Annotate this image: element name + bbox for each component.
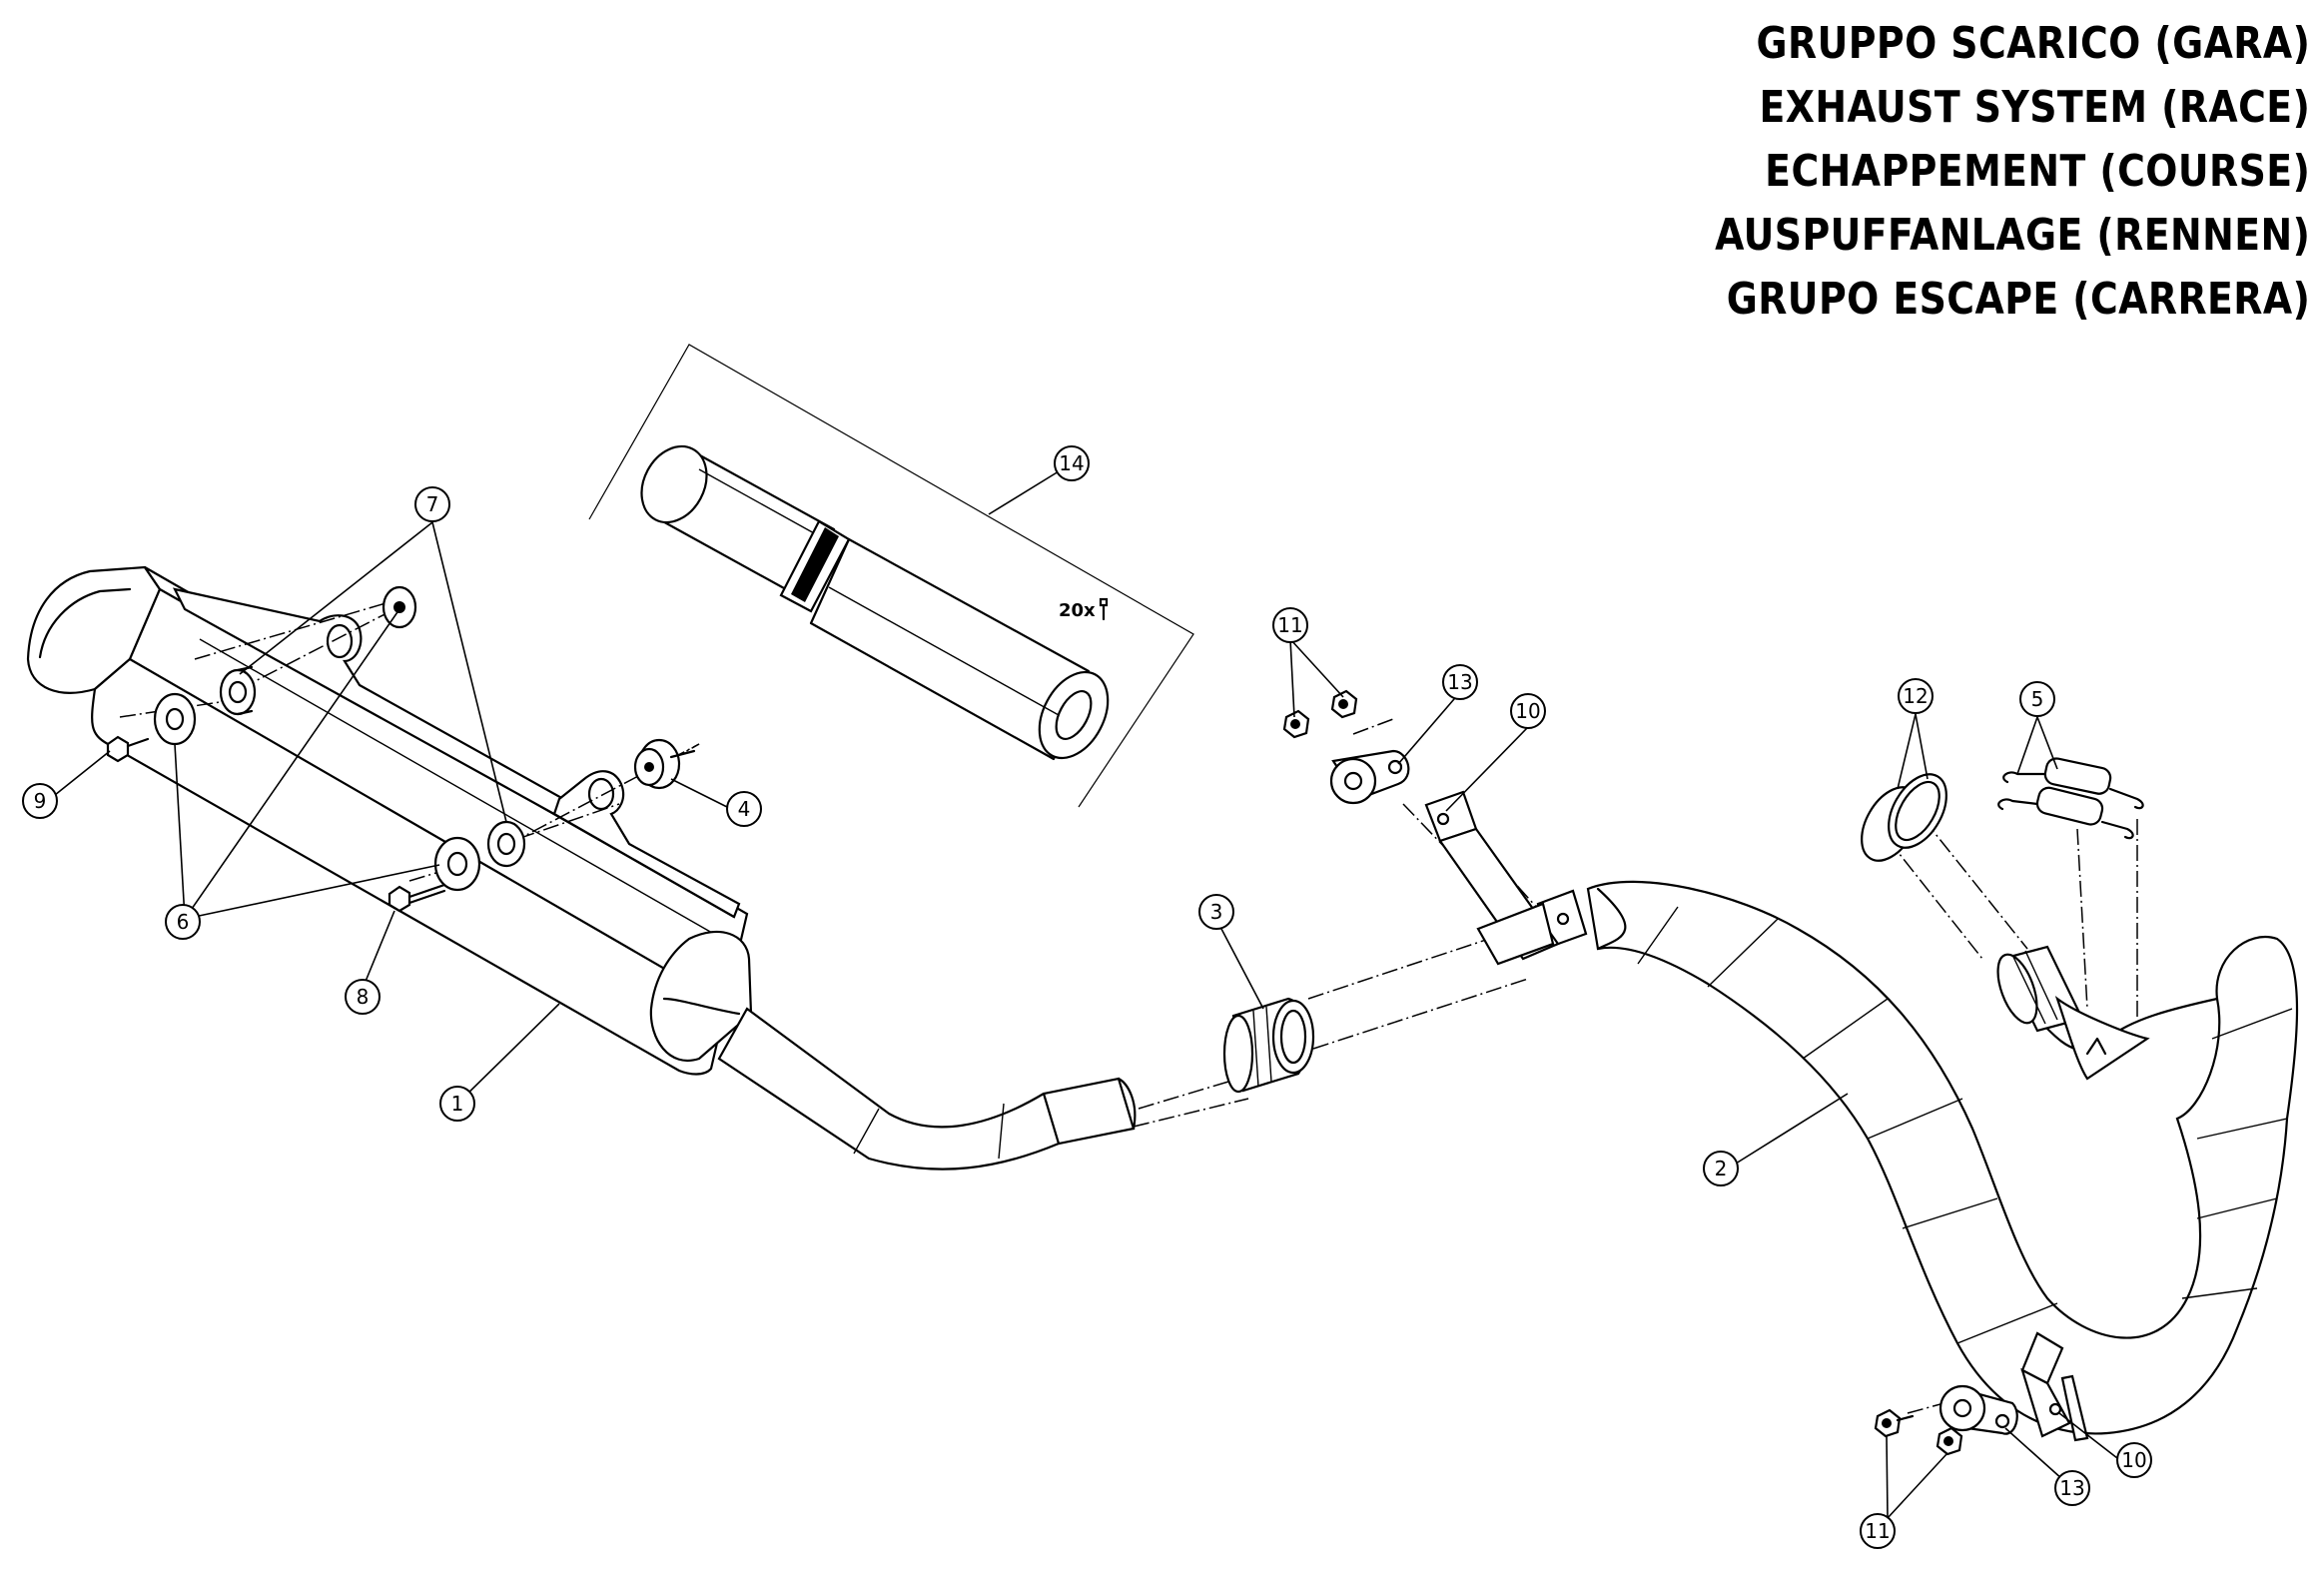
title-block: GRUPPO SCARICO (GARA) EXHAUST SYSTEM (RA… bbox=[1618, 12, 2310, 332]
callout-8: 8 bbox=[345, 979, 381, 1015]
bolt-upper-a-part bbox=[1282, 709, 1310, 739]
callout-9: 9 bbox=[22, 783, 58, 819]
bolt-lower-a-part bbox=[1874, 1408, 1915, 1438]
svg-text:1: 1 bbox=[451, 1092, 464, 1116]
o-ring-pair-part bbox=[1861, 773, 1947, 862]
callout-1: 1 bbox=[439, 1086, 475, 1122]
title-english: EXHAUST SYSTEM (RACE) bbox=[1759, 82, 2310, 133]
bracket-lower-part bbox=[2020, 1331, 2089, 1442]
callout-14: 14 bbox=[1054, 445, 1090, 481]
callout-11-upper: 11 bbox=[1272, 607, 1308, 643]
svg-text:4: 4 bbox=[738, 797, 751, 821]
svg-text:10: 10 bbox=[2121, 1448, 2146, 1472]
callout-3: 3 bbox=[1198, 894, 1234, 930]
callout-2: 2 bbox=[1703, 1151, 1739, 1186]
title-italian: GRUPPO SCARICO (GARA) bbox=[1756, 18, 2310, 69]
callout-12: 12 bbox=[1898, 678, 1934, 714]
bolt-upper-b-part bbox=[1330, 689, 1358, 719]
bolt-8-part bbox=[387, 883, 446, 913]
callout-13-upper: 13 bbox=[1442, 664, 1478, 700]
svg-text:3: 3 bbox=[1210, 900, 1223, 924]
washer-6c-part bbox=[433, 836, 481, 892]
svg-text:2: 2 bbox=[1715, 1157, 1728, 1180]
rubber-mount-lower-part bbox=[1938, 1384, 2018, 1435]
callout-6: 6 bbox=[165, 904, 201, 940]
leader-lines bbox=[49, 470, 2118, 1519]
kit-rivet-icon: 20x bbox=[1059, 597, 1109, 621]
svg-text:13: 13 bbox=[1447, 670, 1472, 694]
svg-text:5: 5 bbox=[2031, 687, 2044, 711]
svg-text:9: 9 bbox=[34, 789, 47, 813]
silencer-part bbox=[26, 565, 753, 1076]
mid-pipe-part bbox=[717, 1007, 1137, 1171]
bolt-lower-b-part bbox=[1936, 1426, 1963, 1456]
title-german: AUSPUFFANLAGE (RENNEN) bbox=[1714, 210, 2310, 261]
spacer-7b-part bbox=[486, 820, 526, 868]
svg-text:7: 7 bbox=[426, 492, 439, 516]
kit-quantity-label: 20x bbox=[1059, 600, 1096, 621]
grommet-4-part bbox=[633, 738, 696, 790]
expansion-chamber-part bbox=[1536, 880, 2299, 1435]
svg-text:11: 11 bbox=[1865, 1519, 1890, 1543]
spacer-7a-part bbox=[219, 665, 257, 716]
silencer-packing-part bbox=[640, 444, 1110, 761]
svg-text:8: 8 bbox=[357, 985, 370, 1009]
svg-text:11: 11 bbox=[1277, 613, 1302, 637]
svg-text:14: 14 bbox=[1059, 451, 1084, 475]
callout-10-upper: 10 bbox=[1510, 693, 1546, 729]
callout-4: 4 bbox=[726, 791, 762, 827]
callout-7: 7 bbox=[414, 486, 450, 522]
svg-text:13: 13 bbox=[2059, 1476, 2084, 1500]
bracket-upper-part bbox=[1424, 790, 1560, 966]
washer-6a-part bbox=[153, 692, 197, 746]
rubber-mount-upper-part bbox=[1329, 749, 1410, 805]
svg-text:6: 6 bbox=[177, 910, 190, 934]
callout-5: 5 bbox=[2019, 681, 2055, 717]
washer-6b-part bbox=[382, 585, 417, 629]
callout-13-lower: 13 bbox=[2054, 1470, 2090, 1506]
bolt-9-part bbox=[106, 735, 150, 763]
coupling-sleeve-part bbox=[1222, 997, 1315, 1094]
svg-text:12: 12 bbox=[1903, 684, 1928, 708]
svg-text:10: 10 bbox=[1515, 699, 1540, 723]
title-spanish: GRUPO ESCAPE (CARRERA) bbox=[1726, 274, 2310, 325]
spring-lower-part bbox=[1997, 786, 2134, 840]
callout-11-lower: 11 bbox=[1860, 1513, 1896, 1549]
callout-10-lower: 10 bbox=[2116, 1442, 2152, 1478]
title-french: ECHAPPEMENT (COURSE) bbox=[1764, 146, 2310, 197]
kit-frame bbox=[588, 344, 1194, 808]
